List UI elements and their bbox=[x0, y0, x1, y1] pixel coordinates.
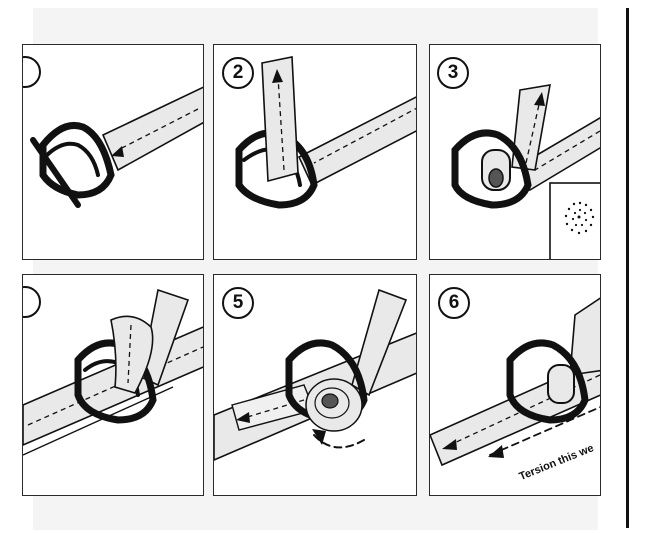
step-1-panel bbox=[22, 44, 204, 260]
step-1-illustration bbox=[23, 56, 203, 208]
step-3-illustration bbox=[451, 84, 600, 259]
step-4-panel bbox=[22, 274, 204, 496]
step-2-number-badge: 2 bbox=[222, 57, 254, 89]
step-5-illustration bbox=[214, 288, 416, 461]
step-5-number-badge: 5 bbox=[222, 287, 254, 319]
step-6-number-badge: 6 bbox=[438, 287, 470, 319]
step-2-panel: 2 bbox=[213, 44, 417, 260]
step-3-number-badge: 3 bbox=[437, 57, 469, 89]
page-edge-rule bbox=[626, 8, 629, 528]
step-6-panel: 6 Tersion this we bbox=[429, 274, 601, 496]
step-2-illustration bbox=[235, 56, 416, 209]
step-5-panel: 5 bbox=[213, 274, 417, 496]
step-3-panel: 3 bbox=[429, 44, 601, 260]
step-6-illustration bbox=[430, 297, 600, 467]
step-4-illustration bbox=[23, 286, 203, 456]
